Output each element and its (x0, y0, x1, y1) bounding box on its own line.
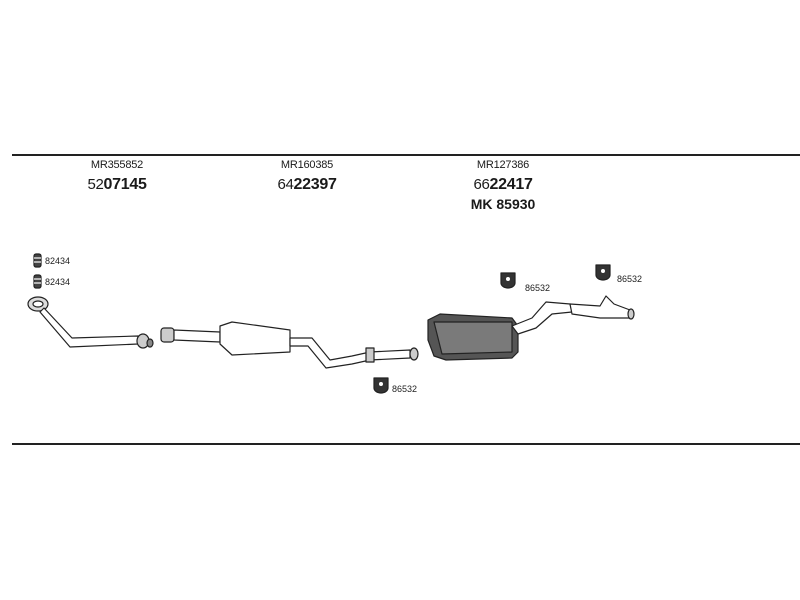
part-mr-code: MR355852 (90, 159, 144, 171)
part-center-pipe: MR160385 6422397 (262, 160, 352, 193)
bottom-divider (12, 443, 800, 445)
part-number: 6422397 (277, 176, 337, 193)
top-divider (12, 154, 800, 156)
rubber-hanger-icon (373, 377, 389, 394)
rubber-hanger-icon (595, 264, 611, 281)
part-front-pipe: MR355852 5207145 (72, 160, 162, 193)
clamp-icon (33, 274, 42, 289)
front-pipe (27, 296, 154, 349)
clamp-label: 82434 (45, 256, 71, 266)
hanger-label: 86532 (392, 384, 418, 394)
part-mk-code: MK 85930 (470, 196, 536, 212)
hanger-label: 86532 (525, 283, 551, 293)
clamp-label: 82434 (45, 277, 71, 287)
hanger-label: 86532 (617, 274, 643, 284)
part-number: 5207145 (87, 176, 147, 193)
part-mr-code: MR127386 (476, 159, 530, 171)
rear-muffler (427, 295, 635, 361)
clamp-icon (33, 253, 42, 268)
center-pipe (160, 321, 419, 369)
part-rear-muffler: MR127386 6622417 MK 85930 (458, 159, 548, 212)
rubber-hanger-icon (500, 272, 516, 289)
part-number: 6622417 (473, 176, 533, 193)
part-mr-code: MR160385 (280, 159, 334, 171)
